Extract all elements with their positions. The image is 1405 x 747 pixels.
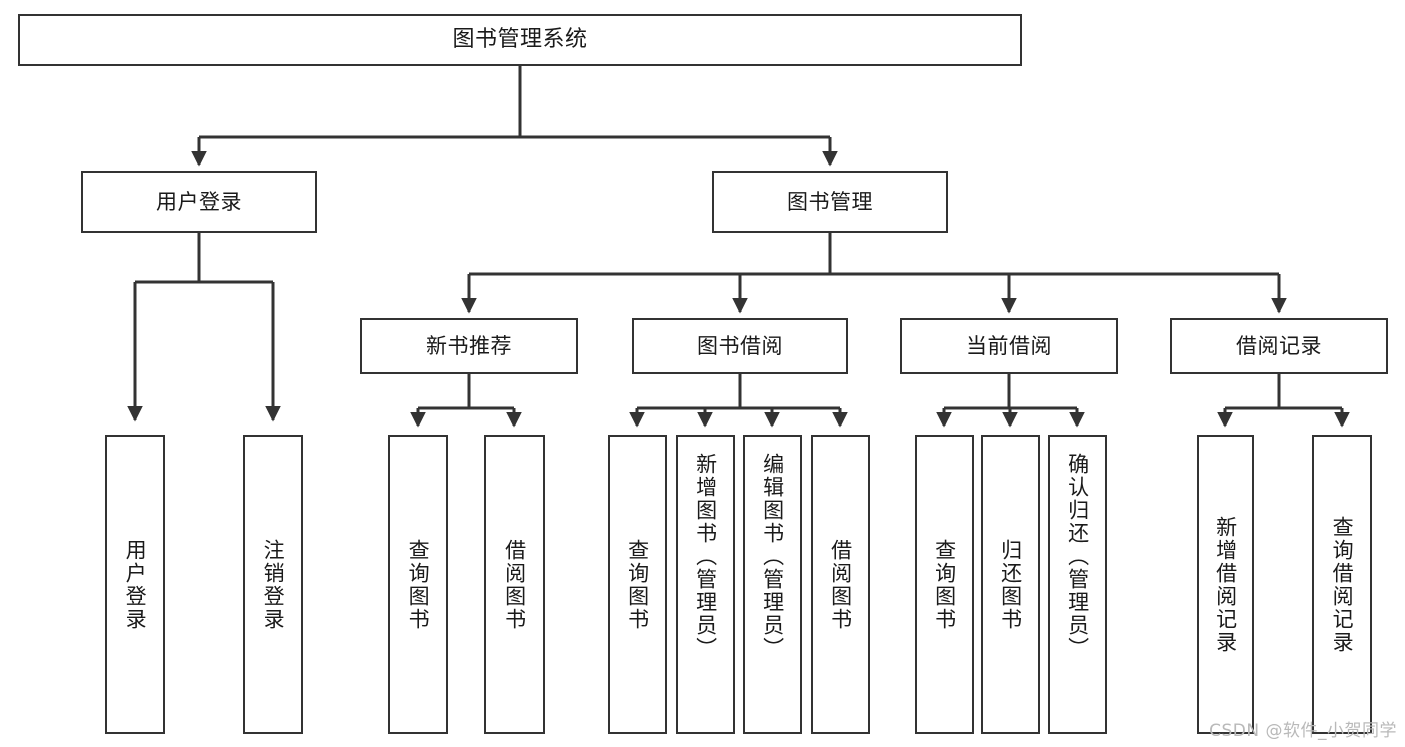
node-label: 查询图书 [406, 538, 431, 631]
leaf-logout[interactable]: 注销登录 [243, 435, 303, 734]
leaf-return-book[interactable]: 归还图书 [981, 435, 1040, 734]
node-label: 图书管理系统 [452, 27, 588, 53]
node-label: 查询图书 [625, 538, 650, 631]
leaf-add-borrow-record[interactable]: 新增借阅记录 [1197, 435, 1254, 734]
node-label: 归还图书 [998, 538, 1023, 631]
leaf-borrow-book[interactable]: 借阅图书 [811, 435, 870, 734]
node-label: 查询图书 [932, 538, 957, 631]
node-label: 用户登录 [156, 189, 242, 214]
node-label: 图书借阅 [697, 333, 783, 358]
node-label: 注销登录 [261, 538, 286, 631]
watermark: CSDN @软件_小贺同学 [1209, 721, 1397, 741]
node-label: 编辑图书（管理员） [760, 453, 785, 660]
node-label: 新增借阅记录 [1213, 515, 1238, 654]
node-user-login[interactable]: 用户登录 [81, 171, 317, 233]
node-label: 当前借阅 [966, 333, 1052, 358]
node-label: 查询借阅记录 [1330, 515, 1355, 654]
node-label: 图书管理 [787, 189, 873, 214]
leaf-add-book-admin[interactable]: 新增图书（管理员） [676, 435, 735, 734]
node-label: 新书推荐 [426, 333, 512, 358]
node-book-borrow[interactable]: 图书借阅 [632, 318, 848, 374]
node-current-borrow[interactable]: 当前借阅 [900, 318, 1118, 374]
node-borrow-record[interactable]: 借阅记录 [1170, 318, 1388, 374]
node-root-book-management-system[interactable]: 图书管理系统 [18, 14, 1022, 66]
node-label: 借阅记录 [1236, 333, 1322, 358]
node-new-book-recommend[interactable]: 新书推荐 [360, 318, 578, 374]
node-label: 用户登录 [123, 538, 148, 631]
node-label: 借阅图书 [502, 538, 527, 631]
node-label: 新增图书（管理员） [693, 453, 718, 660]
leaf-user-login[interactable]: 用户登录 [105, 435, 165, 734]
node-label: 确认归还（管理员） [1065, 453, 1090, 660]
leaf-edit-book-admin[interactable]: 编辑图书（管理员） [743, 435, 802, 734]
leaf-confirm-return-admin[interactable]: 确认归还（管理员） [1048, 435, 1107, 734]
leaf-borrow-book-recommend[interactable]: 借阅图书 [484, 435, 545, 734]
leaf-query-book-borrow[interactable]: 查询图书 [608, 435, 667, 734]
node-label: 借阅图书 [828, 538, 853, 631]
node-book-management[interactable]: 图书管理 [712, 171, 948, 233]
leaf-query-borrow-record[interactable]: 查询借阅记录 [1312, 435, 1372, 734]
leaf-query-book-current[interactable]: 查询图书 [915, 435, 974, 734]
leaf-query-book-recommend[interactable]: 查询图书 [388, 435, 448, 734]
